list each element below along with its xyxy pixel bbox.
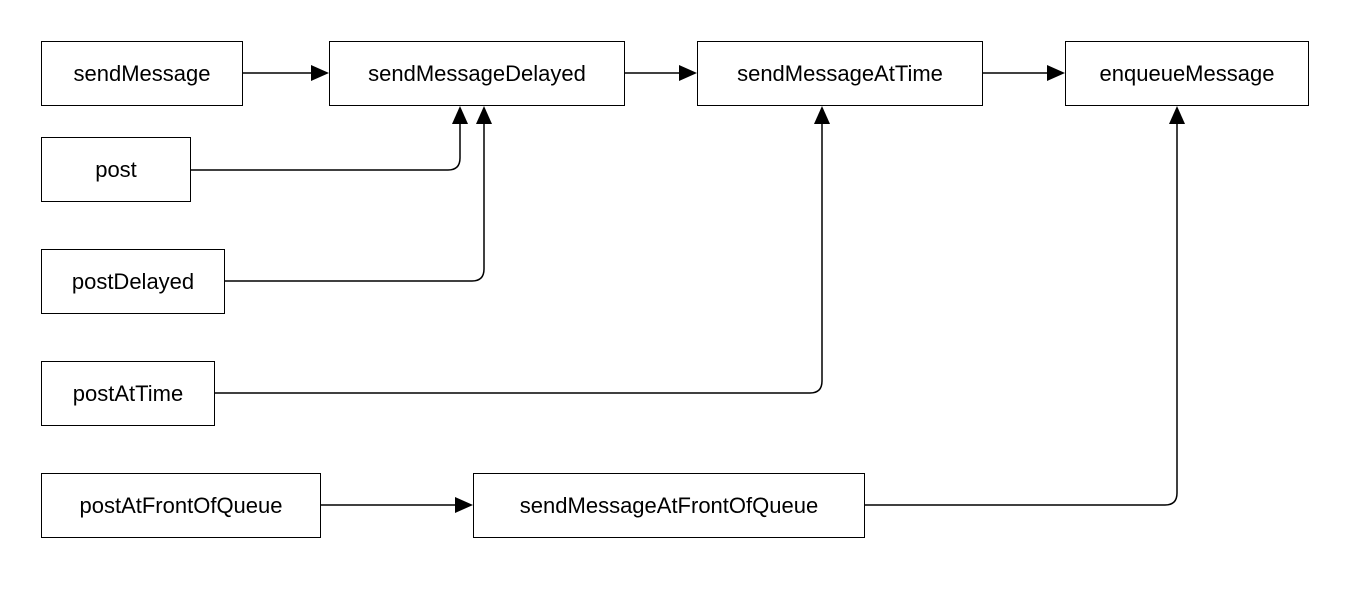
edge-postDelayed-to-sendMessageDelayed: [225, 124, 485, 282]
node-sendMessageAtFrontOfQueue: sendMessageAtFrontOfQueue: [473, 473, 865, 538]
node-sendMessage: sendMessage: [41, 41, 243, 106]
edge-postAtTime-to-sendMessageAtTime: [215, 124, 823, 394]
node-label: postDelayed: [71, 268, 195, 294]
arrowhead-sendMessageDelayed-from-postDelayed: [476, 106, 492, 124]
arrowhead-sendMessageAtTime-from-postAtTime: [814, 106, 830, 124]
node-label: sendMessageDelayed: [368, 60, 586, 86]
node-enqueueMessage: enqueueMessage: [1065, 41, 1309, 106]
arrowhead-enqueueMessage-left: [1047, 65, 1065, 81]
node-post: post: [41, 137, 191, 202]
node-postAtTime: postAtTime: [41, 361, 215, 426]
arrowhead-enqueueMessage-from-sendMessageAtFrontOfQueue: [1169, 106, 1185, 124]
node-label: sendMessage: [73, 60, 211, 86]
node-sendMessageDelayed: sendMessageDelayed: [329, 41, 625, 106]
node-label: sendMessageAtFrontOfQueue: [519, 492, 819, 518]
node-postAtFrontOfQueue: postAtFrontOfQueue: [41, 473, 321, 538]
arrowhead-sendMessageDelayed-left: [311, 65, 329, 81]
node-sendMessageAtTime: sendMessageAtTime: [697, 41, 983, 106]
node-postDelayed: postDelayed: [41, 249, 225, 314]
node-label: postAtFrontOfQueue: [79, 492, 283, 518]
node-label: sendMessageAtTime: [737, 60, 943, 86]
edge-post-to-sendMessageDelayed: [191, 124, 461, 171]
arrowhead-sendMessageAtFrontOfQueue-left: [455, 497, 473, 513]
arrowhead-sendMessageDelayed-from-post: [452, 106, 468, 124]
arrowhead-sendMessageAtTime-left: [679, 65, 697, 81]
node-label: postAtTime: [72, 380, 184, 406]
node-label: enqueueMessage: [1099, 60, 1275, 86]
node-label: post: [95, 156, 137, 182]
edge-sendMessageAtFrontOfQueue-to-enqueueMessage: [865, 124, 1178, 506]
